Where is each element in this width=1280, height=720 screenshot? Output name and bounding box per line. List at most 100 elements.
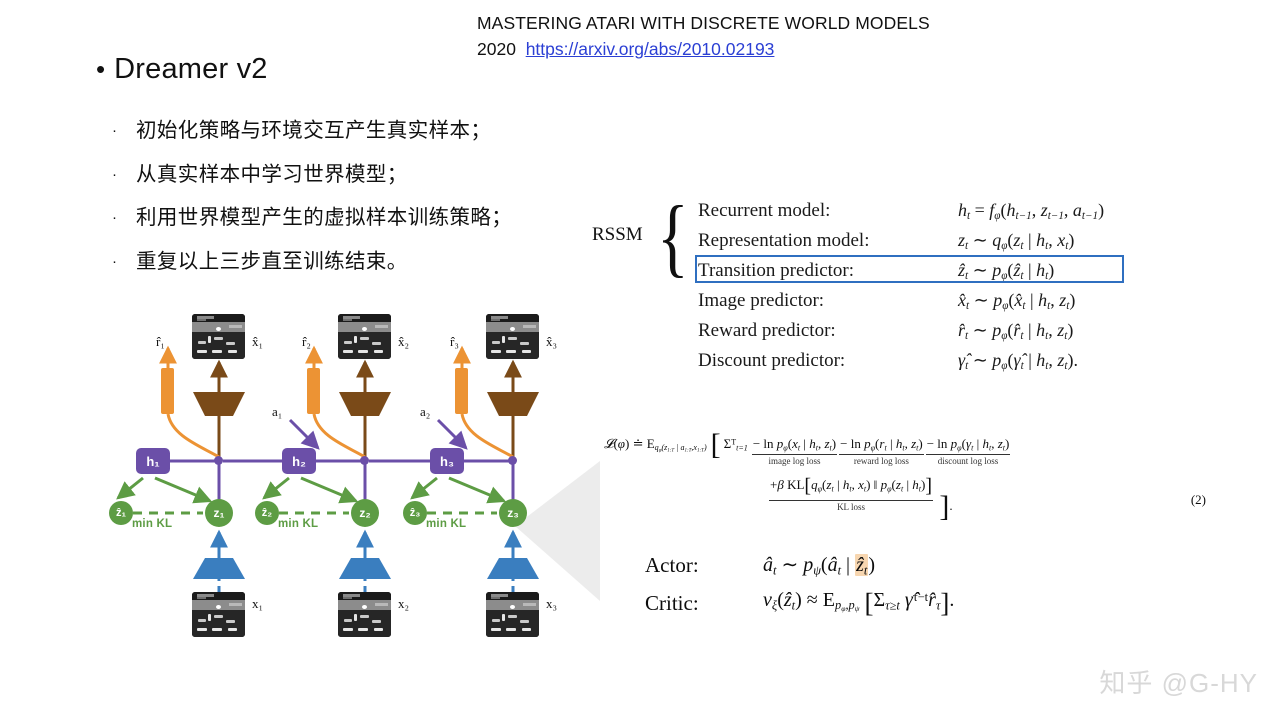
rssm-row-reward: Reward predictor: r̂t ∼ pφ(r̂t | ht, zt) xyxy=(698,316,1218,346)
bullet-icon: · xyxy=(112,122,117,139)
paper-year: 2020 xyxy=(477,38,516,59)
decoder-icon xyxy=(339,392,391,416)
loss-term-discount: − ln pφ(γt | ht, zt) discount log loss xyxy=(925,436,1012,468)
equation-number: (2) xyxy=(1190,492,1206,507)
label-r-hat-3: r̂₃ xyxy=(450,334,459,349)
rssm-architecture-diagram: h₁ h₂ h₃ z₁ z₂ z₃ ẑ₁ ẑ₂ ẑ₃ min KL min KL… xyxy=(100,296,600,646)
list-item: · 重复以上三步直至训练结束。 xyxy=(112,248,582,276)
loss-equation-line-1: 𝓛(φ) ≐ Eqφ(z1:T | a1:T,x1:T) [ ΣTt=1 − l… xyxy=(604,428,1224,468)
rssm-row-transition: Transition predictor: ẑt ∼ pφ(ẑt | ht) xyxy=(698,256,1218,286)
reconstructed-frame-2 xyxy=(338,314,391,359)
loss-term-reward: − ln pφ(rt | ht, zt) reward log loss xyxy=(838,436,925,468)
label-action-a1: a₁ xyxy=(272,404,283,419)
reconstructed-frame-3 xyxy=(486,314,539,359)
min-kl-label: min KL xyxy=(132,518,173,530)
critic-row: Critic: vξ(ẑt) ≈ Epφ,pψ [Στ≥t γ̂τ−tr̂τ]. xyxy=(645,584,1205,622)
label-x-hat-2: x̂₂ xyxy=(398,334,410,349)
input-frame-1 xyxy=(192,592,245,637)
loss-term-expression: − ln pφ(rt | ht, zt) xyxy=(840,436,923,453)
rssm-row-label: Recurrent model: xyxy=(698,200,831,221)
bullet-list: · 初始化策略与环境交互产生真实样本； · 从真实样本中学习世界模型； · 利用… xyxy=(112,117,582,291)
rssm-row-label: Image predictor: xyxy=(698,290,825,311)
label-x-hat-3: x̂₃ xyxy=(546,334,558,349)
loss-bracket-open: [ xyxy=(710,428,721,461)
loss-term-expression: − ln pφ(γt | ht, zt) xyxy=(926,436,1010,453)
title-bullet-icon: • xyxy=(96,54,106,84)
paper-reference-line: 2020 https://arxiv.org/abs/2010.02193 xyxy=(477,38,1037,62)
node-h2: h₂ xyxy=(282,448,316,474)
label-r-hat-2: r̂₂ xyxy=(302,334,311,349)
paper-link[interactable]: https://arxiv.org/abs/2010.02193 xyxy=(525,38,775,59)
underbrace-rule xyxy=(839,454,924,456)
rssm-row-discount: Discount predictor: γ̂t ∼ pφ(γ̂t | ht, z… xyxy=(698,346,1218,376)
list-item: · 从真实样本中学习世界模型； xyxy=(112,161,582,189)
bullet-icon: · xyxy=(112,252,117,270)
encoder-icon xyxy=(339,558,391,579)
reconstructed-frame-1 xyxy=(192,314,245,359)
min-kl-label: min KL xyxy=(426,518,467,530)
rssm-row-recurrent: Recurrent model: ht = fφ(ht−1, zt−1, at−… xyxy=(698,196,1218,226)
node-z3: z₃ xyxy=(499,499,527,527)
encoder-icon xyxy=(193,558,245,579)
list-item-label: 初始化策略与环境交互产生真实样本； xyxy=(136,119,492,142)
rssm-row-representation: Representation model: zt ∼ qφ(zt | ht, x… xyxy=(698,226,1218,256)
loss-term-label: KL loss xyxy=(837,501,865,512)
critic-label: Critic: xyxy=(645,590,699,615)
decoder-icon xyxy=(487,392,539,416)
node-h3: h₃ xyxy=(430,448,464,474)
label-x-3: x₃ xyxy=(546,596,558,611)
node-zhat2: ẑ₂ xyxy=(255,501,279,525)
reward-head-icon xyxy=(455,368,468,414)
loss-term-label: reward log loss xyxy=(853,456,909,467)
loss-term-expression: +β KL[qφ(zt | ht, xt) ‖ pφ(zt | ht)] xyxy=(770,474,933,497)
loss-term-expression: − ln pφ(xt | ht, zt) xyxy=(752,436,837,453)
rssm-row-label: Discount predictor: xyxy=(698,350,846,371)
node-zhat1: ẑ₁ xyxy=(109,501,133,525)
rssm-row-equation: ẑt ∼ pφ(ẑt | ht) xyxy=(958,259,1055,283)
list-item-label: 重复以上三步直至训练结束。 xyxy=(136,249,408,273)
loss-trailing: . xyxy=(949,497,953,513)
paper-title: MASTERING ATARI WITH DISCRETE WORLD MODE… xyxy=(477,13,930,33)
label-r-hat-1: r̂₁ xyxy=(156,334,165,349)
rssm-row-label: Transition predictor: xyxy=(698,260,855,281)
label-x-hat-1: x̂₁ xyxy=(252,334,264,349)
rssm-row-equation: r̂t ∼ pφ(r̂t | ht, zt) xyxy=(958,319,1074,343)
underbrace-rule xyxy=(925,454,1011,456)
node-z1: z₁ xyxy=(205,499,233,527)
loss-bracket-close: ] xyxy=(939,489,950,523)
loss-lhs: 𝓛(φ) ≐ Eqφ(z1:T | a1:T,x1:T) xyxy=(604,436,707,454)
label-x-1: x₁ xyxy=(252,596,264,611)
rssm-row-equation: zt ∼ qφ(zt | ht, xt) xyxy=(958,229,1075,253)
node-h1: h₁ xyxy=(136,448,170,474)
junction-dot xyxy=(214,456,223,465)
loss-term-label: discount log loss xyxy=(937,456,999,467)
list-item-label: 从真实样本中学习世界模型； xyxy=(136,162,408,186)
node-z2: z₂ xyxy=(351,499,379,527)
rssm-row-label: Reward predictor: xyxy=(698,320,836,341)
underbrace-rule xyxy=(769,499,934,501)
rssm-group-label: RSSM xyxy=(592,224,643,245)
loss-term-label: image log loss xyxy=(768,456,821,467)
rssm-row-image: Image predictor: x̂t ∼ pφ(x̂t | ht, zt) xyxy=(698,286,1218,316)
paper-reference: MASTERING ATARI WITH DISCRETE WORLD MODE… xyxy=(477,12,1037,61)
rssm-equation-list: Recurrent model: ht = fφ(ht−1, zt−1, at−… xyxy=(698,196,1218,376)
decoder-icon xyxy=(193,392,245,416)
loss-equation: 𝓛(φ) ≐ Eqφ(z1:T | a1:T,x1:T) [ ΣTt=1 − l… xyxy=(604,428,1224,522)
critic-equation: vξ(ẑt) ≈ Epφ,pψ [Στ≥t γ̂τ−tr̂τ]. xyxy=(763,587,955,618)
junction-dot xyxy=(360,456,369,465)
loss-term-image: − ln pφ(xt | ht, zt) image log loss xyxy=(751,436,838,468)
rssm-row-equation: x̂t ∼ pφ(x̂t | ht, zt) xyxy=(958,289,1076,313)
diagram-edges xyxy=(116,345,539,592)
loss-sum: ΣTt=1 xyxy=(723,436,748,453)
node-zhat3: ẑ₃ xyxy=(403,501,427,525)
reward-head-icon xyxy=(161,368,174,414)
encoder-icon xyxy=(487,558,539,579)
actor-label: Actor: xyxy=(645,552,699,577)
min-kl-label: min KL xyxy=(278,518,319,530)
bullet-icon: · xyxy=(112,165,117,183)
cone-icon xyxy=(515,461,600,601)
reward-head-icon xyxy=(307,368,320,414)
input-frame-3 xyxy=(486,592,539,637)
junction-dot xyxy=(508,456,517,465)
